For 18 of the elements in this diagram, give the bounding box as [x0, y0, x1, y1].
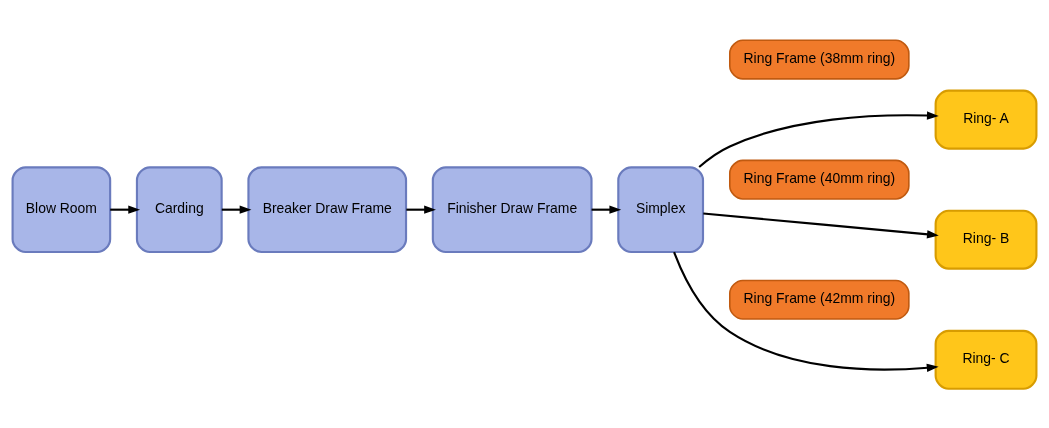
node-box: Ring- C	[934, 329, 1038, 390]
node-box: Ring Frame (40mm ring)	[729, 159, 910, 200]
arrow	[406, 205, 436, 214]
arrow	[591, 205, 622, 214]
node-box: Simplex	[617, 165, 705, 253]
arrow	[703, 211, 939, 238]
arrow	[698, 110, 939, 168]
arrow	[673, 251, 939, 372]
arrow	[110, 205, 141, 214]
node-box: Blow Room	[11, 165, 112, 253]
node-box: Ring- A	[934, 89, 1038, 150]
node-box: Finisher Draw Frame	[431, 165, 593, 253]
node-box: Carding	[135, 165, 223, 253]
node-box: Ring Frame (42mm ring)	[729, 279, 910, 320]
node-box: Ring Frame (38mm ring)	[729, 39, 910, 80]
arrow	[221, 205, 252, 214]
node-box: Ring- B	[934, 209, 1038, 270]
node-box: Breaker Draw Frame	[247, 165, 408, 253]
